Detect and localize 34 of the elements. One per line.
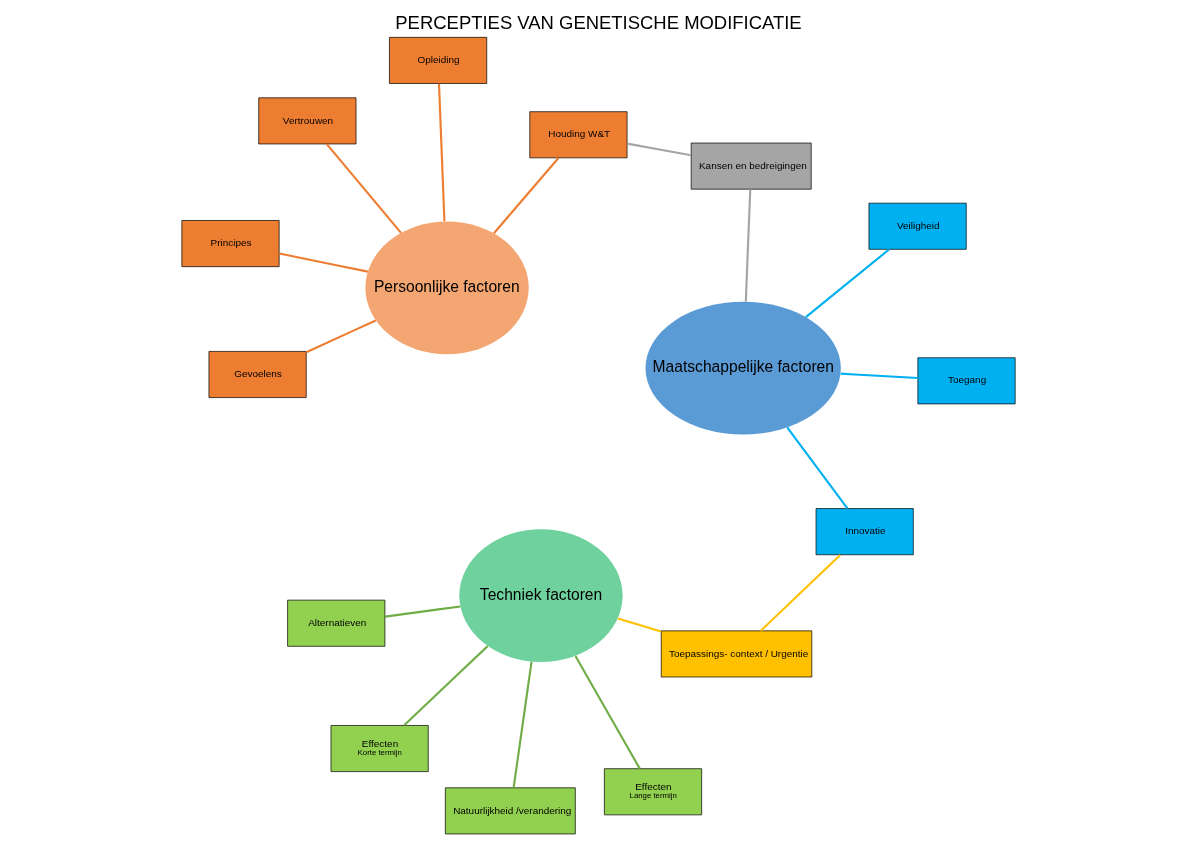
node-box: Veiligheid [868,202,967,250]
connector [627,142,692,157]
connector [617,617,662,633]
connector [840,372,918,380]
node-box: Effecten Korte termijn [330,725,429,772]
connector [744,189,752,302]
connector [760,554,841,632]
node-box: Alternatieven [287,599,386,647]
node-box: Toegang [917,357,1016,405]
connector [493,157,560,234]
node-box: Houding W&T [529,111,628,159]
connector [385,605,461,618]
connector [279,252,368,273]
connector [437,83,446,222]
node-box: Vertrouwen [258,97,357,145]
connector [305,319,377,354]
node-box: Kansen en bedreigingen [690,142,812,190]
node-box: Natuurlijkheid /verandering [445,787,576,835]
connector [786,426,849,510]
diagram-title: PERCEPTIES VAN GENETISCHE MODIFICATIE [395,11,802,33]
node-box: Effecten Lange termijn [604,768,702,816]
connector [403,645,489,727]
node-box: Opleiding [389,36,488,84]
node-ellipse: Maatschappelijke factoren [645,301,841,435]
node-box: Gevoelens [208,351,307,398]
node-ellipse: Persoonlijke factoren [365,221,529,355]
connector [512,661,533,788]
connector [805,248,890,318]
connector [574,655,641,770]
connector [325,143,402,234]
node-box: Innovatie [815,508,914,556]
node-box: Principes [181,220,280,267]
node-box: Toepassings- context / Urgentie [660,630,813,678]
node-ellipse: Techniek factoren [459,529,623,662]
